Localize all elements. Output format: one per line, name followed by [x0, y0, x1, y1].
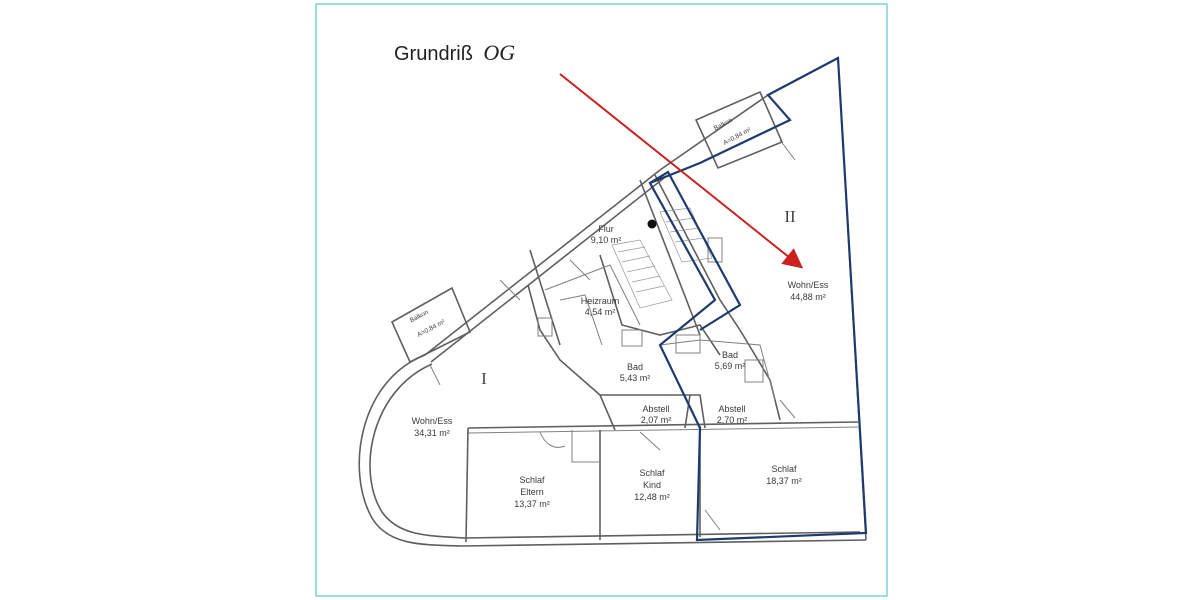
room-schlaf-2-name: Schlaf	[771, 464, 797, 474]
room-schlaf-kind-sub: Kind	[643, 480, 661, 490]
room-abstell-2-area: 2,70 m²	[717, 415, 748, 425]
plan-title-suffix: OG	[483, 40, 515, 65]
room-wohn-ess-1-area: 34,31 m²	[414, 428, 450, 438]
unit-2-outline	[648, 56, 868, 542]
marker-dot	[647, 219, 657, 229]
balcony-right-name: Balkon	[713, 117, 734, 133]
room-wohn-ess-2-name: Wohn/Ess	[788, 280, 829, 290]
plan-title-main: Grundriß	[394, 43, 473, 65]
room-wohn-ess-1-name: Wohn/Ess	[412, 416, 453, 426]
unit-2-label: II	[784, 207, 796, 226]
room-abstell-2-name: Abstell	[718, 404, 745, 414]
staircase	[611, 207, 713, 309]
room-heizraum-area: 4,54 m²	[585, 307, 616, 317]
room-schlaf-2-area: 18,37 m²	[766, 476, 802, 486]
room-schlaf-kind-name: Schlaf	[639, 468, 665, 478]
room-heizraum-name: Heizraum	[581, 296, 620, 306]
room-bad-2-name: Bad	[722, 350, 738, 360]
room-bad-2-area: 5,69 m²	[715, 361, 746, 371]
balcony-right-area: A=0,84 m²	[722, 126, 753, 147]
unit-1-label: I	[481, 369, 487, 388]
room-flur-name: Flur	[598, 224, 614, 234]
plan-title: Grundriß OG	[394, 40, 515, 65]
room-bad-1-name: Bad	[627, 362, 643, 372]
room-schlaf-eltern-sub: Eltern	[520, 487, 544, 497]
room-schlaf-eltern-area: 13,37 m²	[514, 499, 550, 509]
room-schlaf-kind-area: 12,48 m²	[634, 492, 670, 502]
room-bad-1-area: 5,43 m²	[620, 373, 651, 383]
room-schlaf-eltern-name: Schlaf	[519, 475, 545, 485]
balcony-left-area: A=0,84 m²	[416, 318, 447, 339]
room-flur-area: 9,10 m²	[591, 235, 622, 245]
room-wohn-ess-2-area: 44,88 m²	[790, 292, 826, 302]
room-abstell-1-area: 2,07 m²	[641, 415, 672, 425]
room-abstell-1-name: Abstell	[642, 404, 669, 414]
pointer-arrow	[559, 73, 804, 269]
unit-2-inner-outline	[649, 170, 742, 331]
balcony-left: Balkon A=0,84 m²	[390, 286, 472, 364]
image-frame	[315, 3, 888, 597]
